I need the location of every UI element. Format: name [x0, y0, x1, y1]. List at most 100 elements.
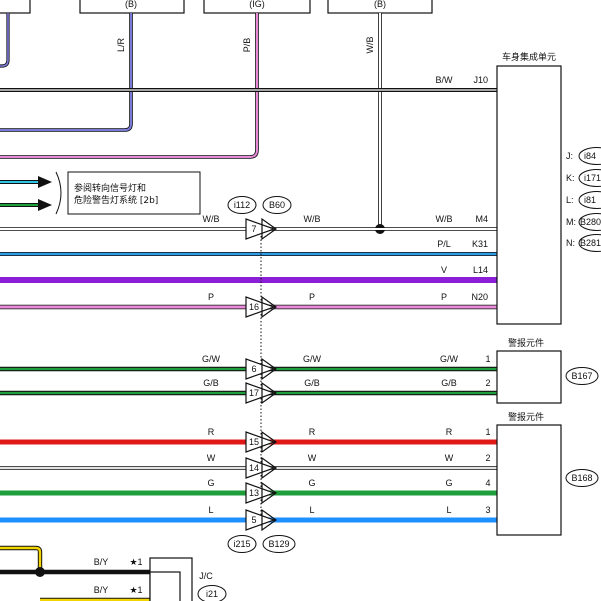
bcm-conn-id-0: i84 — [584, 151, 596, 161]
top-box-left — [0, 0, 31, 14]
bcm-wire-0: B/W — [436, 75, 454, 85]
alarm1-wire-0: G/W — [440, 354, 459, 364]
alarm-unit-1: 警报元件 B167 G/W 1 G/B 2 — [440, 337, 599, 404]
svg-text:5: 5 — [251, 515, 256, 525]
svg-text:W/B: W/B — [203, 214, 220, 224]
alarm1-wire-1: G/B — [441, 378, 457, 388]
alarm2-wire-0: R — [446, 427, 453, 437]
body-control-unit: 车身集成单元 B/W J10 W/B M4 P/L K31 V L14 P N2… — [436, 51, 562, 325]
bcm-conn-id-1: i171 — [584, 173, 601, 183]
junction-pin-14: 14 — [245, 456, 278, 480]
bcm-conn-id-4: B281 — [580, 238, 601, 248]
alarm1-id: B167 — [571, 371, 592, 381]
svg-text:W: W — [308, 453, 317, 463]
note-line-1: 参阅转向信号灯和 — [74, 182, 146, 194]
bcm-pin-2: K31 — [472, 239, 488, 249]
bcm-wire-1: W/B — [436, 214, 453, 224]
bcm-conn-prefix-4: N: — [566, 238, 575, 248]
top-connector-boxes: (B) (IG) (B) — [0, 0, 433, 14]
bcm-conn-id-2: i81 — [584, 195, 596, 205]
svg-text:7: 7 — [251, 224, 256, 234]
alarm2-wire-1: W — [445, 453, 454, 463]
bcm-pin-1: M4 — [475, 214, 488, 224]
svg-text:R: R — [208, 427, 215, 437]
alarm1-pin-0: 1 — [485, 354, 490, 364]
bcm-conn-prefix-0: J: — [566, 151, 573, 161]
bcm-title: 车身集成单元 — [502, 51, 556, 63]
svg-text:15: 15 — [249, 437, 259, 447]
bcm-conn-prefix-1: K: — [566, 173, 575, 183]
note-line-2: 危险警告灯系统 [2b] — [74, 194, 158, 206]
bcm-pin-0: J10 — [473, 75, 488, 85]
junction-lower-id-1: B129 — [268, 539, 289, 549]
svg-text:14: 14 — [249, 463, 259, 473]
svg-text:G: G — [308, 478, 315, 488]
jc-id: i21 — [206, 589, 218, 599]
reference-note: 参阅转向信号灯和 危险警告灯系统 [2b] — [67, 171, 201, 215]
svg-text:17: 17 — [249, 388, 259, 398]
alarm-unit-2: 警报元件 B168 R 1 W 2 G 4 L 3 — [445, 411, 599, 536]
jc-wire-1: B/Y — [94, 585, 109, 595]
wire-label-wb-top: W/B — [365, 37, 375, 54]
junction-wire-labels: W/B W/B P P G/W G/W G/B G/B R R W W G G … — [202, 214, 322, 515]
jc-mark-1: ★1 — [129, 585, 142, 595]
bcm-conn-prefix-3: M: — [566, 217, 576, 227]
svg-text:P: P — [208, 292, 214, 302]
alarm2-pin-3: 3 — [485, 505, 490, 515]
junction-pin-16: 16 — [245, 295, 278, 319]
vertical-wires: L/R P/B W/B — [0, 13, 385, 234]
bcm-conn-prefix-2: L: — [566, 195, 574, 205]
splice-point-bottom — [35, 567, 45, 577]
bcm-pin-4: N20 — [471, 292, 488, 302]
alarm2-title: 警报元件 — [508, 411, 544, 423]
alarm2-wire-3: L — [446, 505, 451, 515]
alarm2-pin-1: 2 — [485, 453, 490, 463]
junction-pins: 7 16 6 17 15 14 13 — [245, 217, 278, 532]
bcm-wire-2: P/L — [437, 239, 451, 249]
junction-pin-7: 7 — [245, 217, 278, 241]
junction-connector-ids: i112 B60 i215 B129 — [227, 196, 296, 553]
note-arrows — [0, 171, 62, 215]
svg-text:L: L — [309, 505, 314, 515]
junction-lower-id-0: i215 — [233, 539, 250, 549]
junction-upper-id-0: i112 — [234, 200, 250, 210]
top-label-b1: (B) — [125, 0, 137, 9]
svg-text:G/W: G/W — [202, 354, 221, 364]
wire-label-lr: L/R — [116, 38, 126, 53]
bcm-conn-id-3: B280 — [580, 217, 601, 227]
junction-pin-15: 15 — [245, 430, 278, 454]
svg-text:G/B: G/B — [203, 378, 219, 388]
bcm-pin-3: L14 — [473, 265, 488, 275]
svg-text:6: 6 — [251, 364, 256, 374]
svg-text:G: G — [207, 478, 214, 488]
alarm1-title: 警报元件 — [508, 337, 544, 349]
bcm-wire-4: P — [441, 292, 447, 302]
svg-text:W: W — [207, 453, 216, 463]
bcm-connector-list: J: i84 K: i171 L: i81 M: B280 N: B281 — [566, 147, 601, 252]
wire-label-pb: P/B — [242, 38, 252, 53]
jc-label: J/C — [199, 571, 213, 581]
junction-pin-17: 17 — [245, 381, 278, 405]
top-label-ig: (IG) — [249, 0, 265, 9]
svg-text:16: 16 — [249, 302, 259, 312]
alarm2-id: B168 — [571, 473, 592, 483]
svg-text:P: P — [309, 292, 315, 302]
alarm2-pin-0: 1 — [485, 427, 490, 437]
bottom-jc-area: B/Y ★1 B/Y ★1 J/C i21 — [0, 545, 227, 601]
svg-text:R: R — [309, 427, 316, 437]
bcm-wire-3: V — [441, 265, 447, 275]
alarm2-wire-2: G — [445, 478, 452, 488]
svg-text:13: 13 — [249, 488, 259, 498]
svg-text:W/B: W/B — [304, 214, 321, 224]
svg-text:G/B: G/B — [304, 378, 320, 388]
alarm1-pin-1: 2 — [485, 378, 490, 388]
alarm2-pin-2: 4 — [485, 478, 490, 488]
jc-mark-0: ★1 — [129, 557, 142, 567]
top-label-b2: (B) — [374, 0, 386, 9]
jc-wire-0: B/Y — [94, 557, 109, 567]
junction-upper-id-1: B60 — [269, 200, 285, 210]
junction-pin-5: 5 — [245, 508, 278, 532]
junction-pin-6: 6 — [245, 357, 278, 381]
svg-text:L: L — [208, 505, 213, 515]
